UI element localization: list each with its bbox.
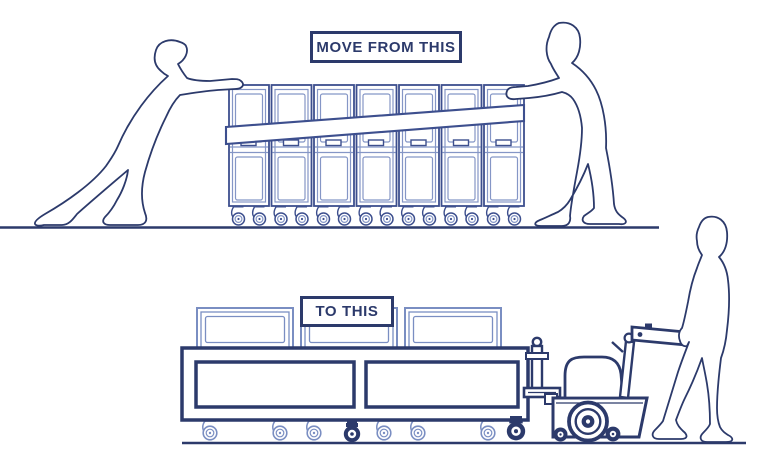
push-bar-plank <box>224 103 526 146</box>
label-move-from-this: MOVE FROM THIS <box>310 31 462 63</box>
scene-electric-tug <box>180 215 746 445</box>
scene-manual-pushing <box>0 21 659 229</box>
cart-unit <box>229 85 269 225</box>
walking-worker-figure <box>651 215 734 443</box>
tow-frame-window <box>364 360 520 409</box>
tug-drive-wheel <box>567 400 609 443</box>
tug-steering-column <box>618 339 636 400</box>
cart-unit <box>272 85 312 225</box>
hitch-assembly <box>522 336 562 399</box>
tow-frame-caster <box>506 418 526 441</box>
pulling-worker-figure <box>505 21 627 227</box>
tow-frame-window <box>194 360 356 409</box>
pushing-worker-figure <box>34 39 244 227</box>
cart-unit <box>442 85 482 225</box>
tug-machine <box>544 323 699 443</box>
cart-unit <box>399 85 439 225</box>
cart-unit <box>314 85 354 225</box>
tow-frame-caster <box>343 423 361 443</box>
tug-stabilizer-roller <box>605 426 621 442</box>
tug-stabilizer-roller <box>553 427 568 442</box>
cart-train <box>229 85 524 225</box>
label-to-this: TO THIS <box>300 296 394 327</box>
tug-hood <box>563 355 625 400</box>
cart-unit <box>357 85 397 225</box>
tow-frame <box>180 346 530 443</box>
